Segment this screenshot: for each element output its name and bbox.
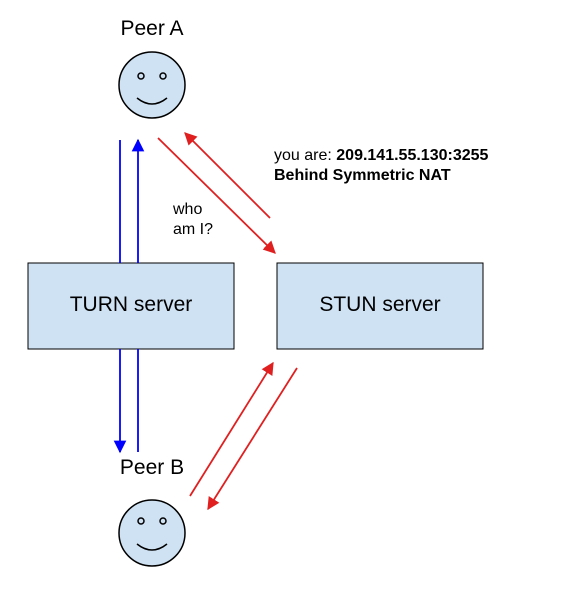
stun-response-label: you are: 209.141.55.130:3255 Behind Symm…: [274, 146, 488, 186]
stun-server-label: STUN server: [319, 293, 441, 316]
who-am-i-line1: who: [173, 201, 203, 218]
who-am-i-line2: am I?: [173, 221, 214, 238]
turn-server-box: [27, 262, 235, 350]
peer-a-face-icon: [118, 51, 186, 119]
you-are-prefix: you are:: [274, 147, 332, 164]
stun-to-peer-a-arrow: [184, 132, 271, 219]
peer-b-label: Peer B: [119, 456, 185, 479]
who-am-i-label: who am I?: [173, 200, 213, 240]
stun-to-peer-b-arrow: [207, 367, 298, 511]
peer-b-to-stun-arrow: [189, 361, 274, 497]
stun-response-address-line: you are: 209.141.55.130:3255: [274, 146, 488, 166]
stun-server-box: [276, 262, 484, 350]
peer-a-to-stun-arrow: [157, 137, 276, 254]
peer-a-label: Peer A: [120, 17, 184, 40]
nat-type-label: Behind Symmetric NAT: [274, 167, 451, 184]
peer-b-face-icon: [118, 499, 186, 567]
public-address: 209.141.55.130:3255: [336, 147, 489, 164]
turn-server-label: TURN server: [69, 293, 193, 316]
